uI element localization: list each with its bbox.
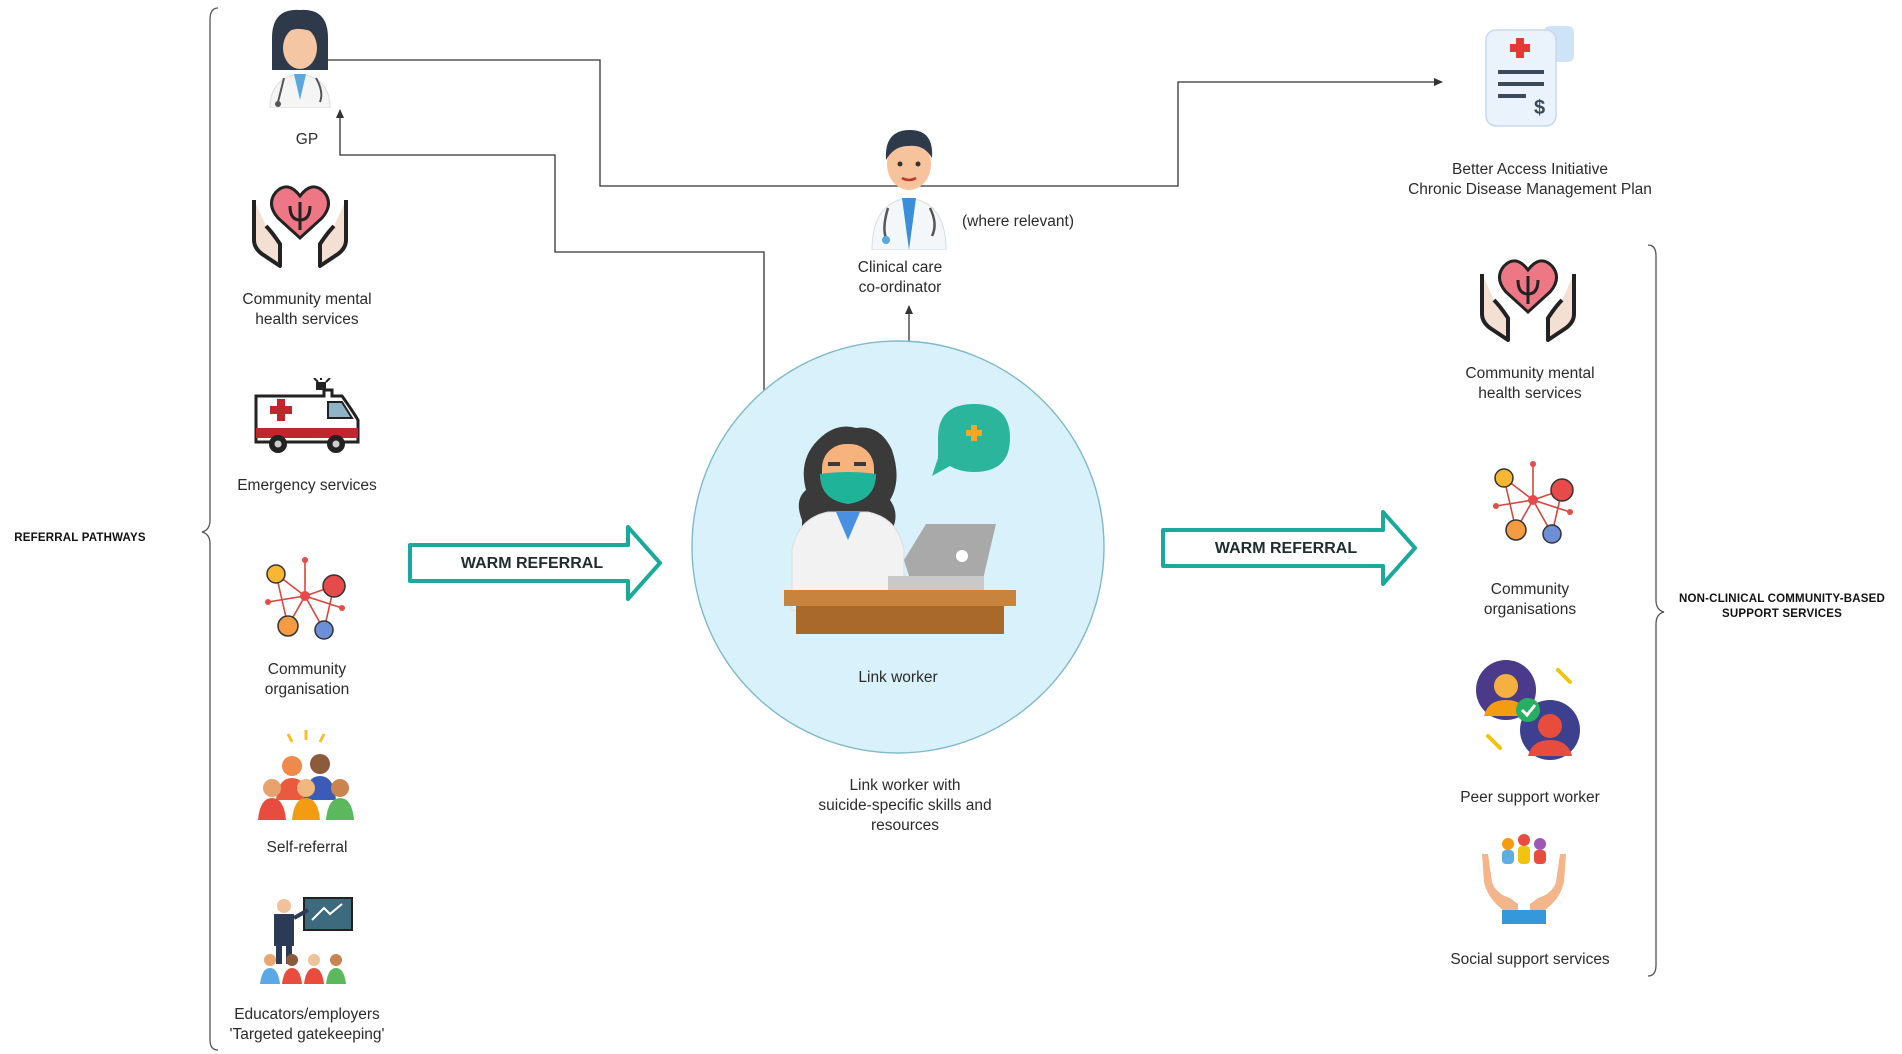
ambulance-icon <box>254 378 360 453</box>
warm-referral-label-left: WARM REFERRAL <box>461 555 603 572</box>
right-bracket <box>1647 244 1665 977</box>
hands-heart-psi-icon <box>252 185 348 268</box>
support-service-label: Community mental health services <box>1420 364 1640 404</box>
support-service-line: Community <box>1490 581 1570 598</box>
non-clinical-support-label: NON-CLINICAL COMMUNITY-BASED SUPPORT SERV… <box>1664 592 1900 622</box>
warm-referral-arrow-left <box>408 525 662 601</box>
referral-source-line: Community mental <box>242 291 372 308</box>
caption-line: suicide-specific skills and <box>818 797 992 814</box>
clinical-line: Clinical care <box>857 259 943 276</box>
referral-source-line: Community <box>267 661 347 678</box>
referral-source-label: Educators/employers 'Targeted gatekeeping… <box>202 1005 412 1045</box>
hands-people-icon <box>1482 834 1566 924</box>
referral-source-line: organisation <box>264 681 350 698</box>
warm-referral-label-right: WARM REFERRAL <box>1215 540 1357 557</box>
support-service-label: Community organisations <box>1420 580 1640 620</box>
referral-source-line: health services <box>255 311 359 328</box>
group-people-icon <box>258 730 354 820</box>
support-service-line: Community mental <box>1465 365 1595 382</box>
referral-source-line: Self-referral <box>266 839 348 856</box>
caption-line: Link worker with <box>849 777 961 794</box>
plan-line: Chronic Disease Management Plan <box>1408 181 1652 198</box>
link-worker-laptop-icon <box>784 404 1016 634</box>
linkworker-to-gp-line <box>336 109 765 395</box>
peer-support-icon <box>1476 660 1580 760</box>
link-worker-label: Link worker <box>858 669 938 686</box>
doctor-icon <box>871 130 947 250</box>
network-people-icon <box>1493 461 1574 544</box>
referral-source-line: 'Targeted gatekeeping' <box>229 1026 385 1043</box>
warm-referral-arrow-right <box>1161 510 1417 586</box>
referral-source-label: GP <box>202 130 412 150</box>
left-bracket <box>201 7 219 1051</box>
support-service-line: Social support services <box>1450 951 1610 968</box>
group-label-line: SUPPORT SERVICES <box>1722 608 1842 620</box>
teacher-classroom-icon <box>260 897 353 984</box>
medical-bill-icon: $ <box>1485 26 1574 127</box>
referral-source-line: Emergency services <box>237 477 377 494</box>
svg-text:$: $ <box>1534 97 1545 119</box>
referral-source-label: Community mental health services <box>202 290 412 330</box>
gp-to-plan-line <box>328 59 1443 187</box>
support-service-line: organisations <box>1483 601 1577 618</box>
gp-doctor-icon <box>269 9 331 108</box>
link-worker-caption: Link worker with suicide-specific skills … <box>780 776 1030 836</box>
support-service-label: Social support services <box>1420 950 1640 970</box>
referral-source-label: Self-referral <box>202 838 412 858</box>
referral-source-line: Educators/employers <box>234 1006 380 1023</box>
support-service-label: Peer support worker <box>1420 788 1640 808</box>
referral-source-line: GP <box>295 131 319 148</box>
clinical-line: co-ordinator <box>858 279 942 296</box>
clinical-care-label: Clinical care co-ordinator <box>810 258 990 298</box>
where-relevant-note: (where relevant) <box>962 213 1074 230</box>
referral-source-label: Emergency services <box>202 476 412 496</box>
hands-heart-psi-icon <box>1480 259 1576 342</box>
support-service-line: Peer support worker <box>1460 789 1600 806</box>
referral-source-label: Community organisation <box>202 660 412 700</box>
plan-line: Better Access Initiative <box>1452 161 1608 178</box>
referral-pathways-label: REFERRAL PATHWAYS <box>14 532 146 544</box>
support-service-line: health services <box>1478 385 1582 402</box>
caption-line: resources <box>870 817 940 834</box>
group-label-line: NON-CLINICAL COMMUNITY-BASED <box>1679 593 1885 605</box>
network-people-icon <box>265 557 346 640</box>
